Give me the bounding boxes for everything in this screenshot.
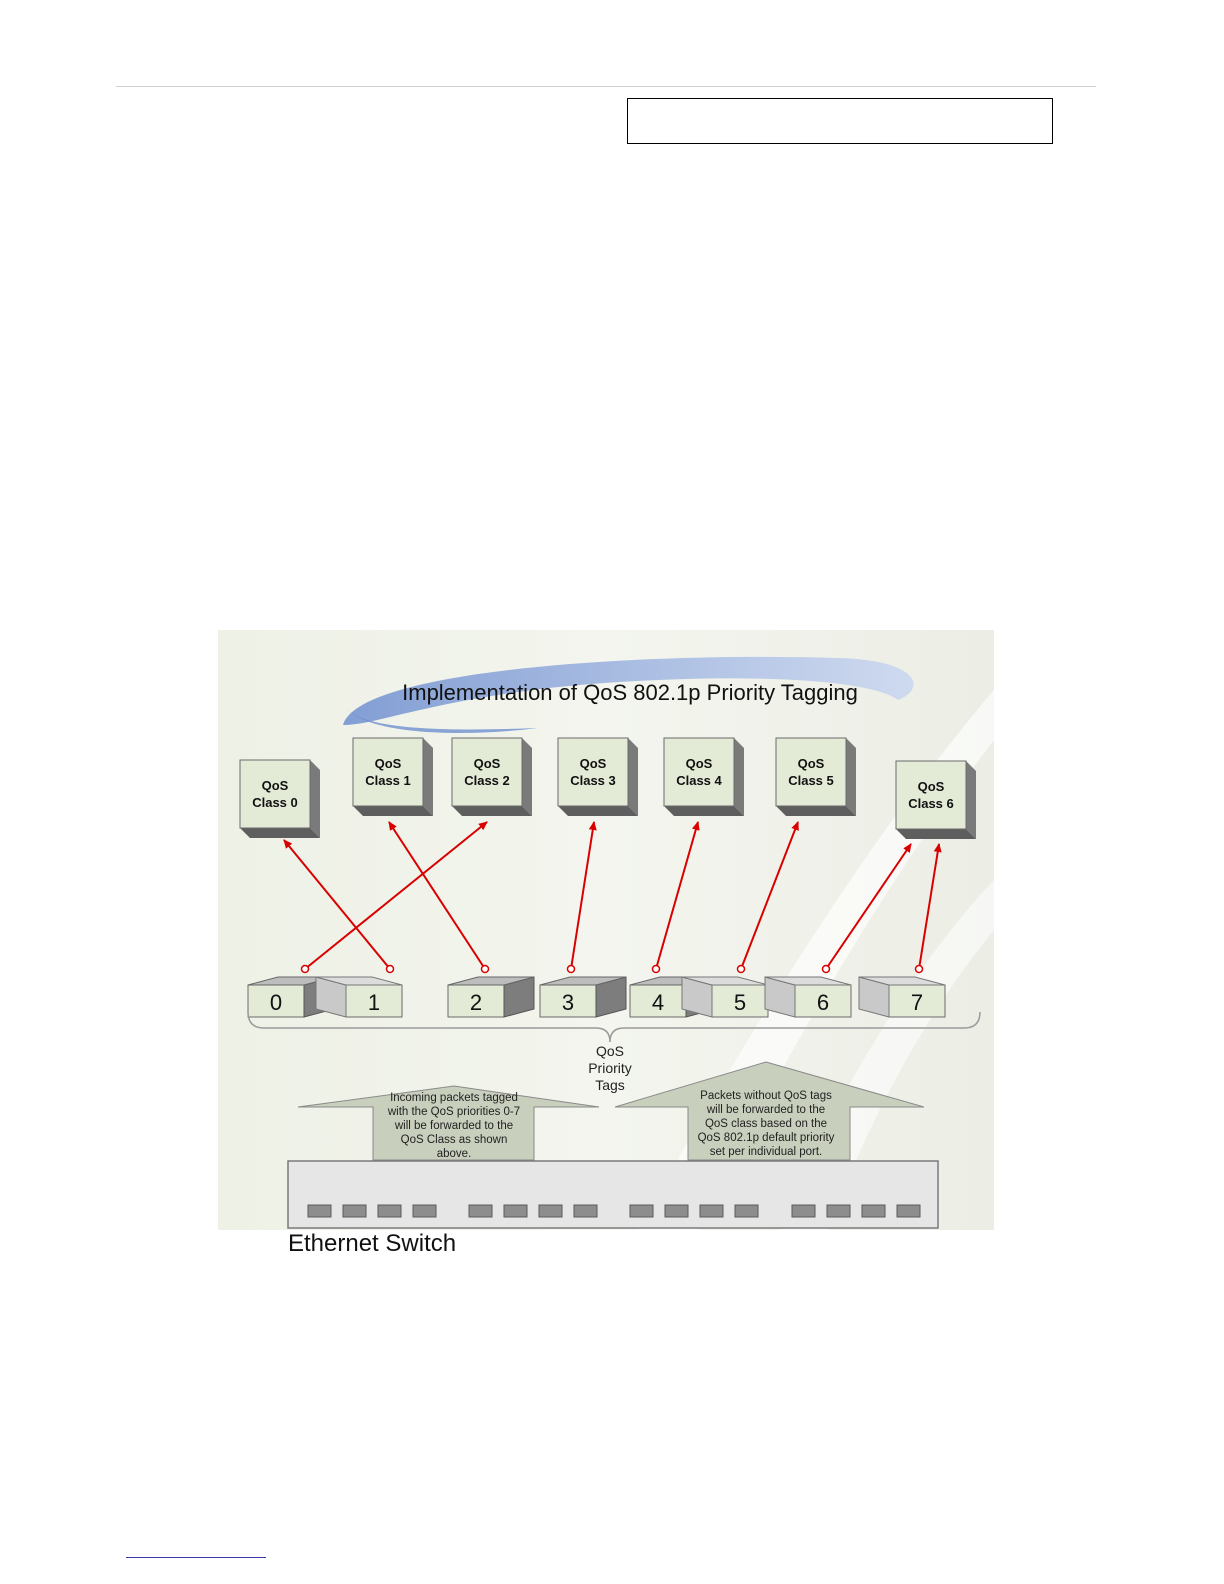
switch-port-4 [412, 1204, 437, 1218]
qos-class-4-line2: Class 4 [676, 773, 722, 788]
right-note: Packets without QoS tags will be forward… [698, 1090, 835, 1158]
switch-port-10 [664, 1204, 689, 1218]
header-rule [116, 86, 1096, 87]
tag-1-to-class-0-arrow [283, 839, 395, 974]
svg-text:set per individual port.: set per individual port. [710, 1146, 823, 1158]
qos-class-1-line2: Class 1 [365, 773, 411, 788]
svg-text:will be forwarded to the: will be forwarded to the [394, 1120, 513, 1132]
priority-tag-5-label: 5 [734, 990, 746, 1015]
switch-port-7 [538, 1204, 563, 1218]
switch-port-16 [896, 1204, 921, 1218]
qos-class-5-line2: Class 5 [788, 773, 834, 788]
qos-class-0-line2: Class 0 [252, 795, 298, 810]
switch-port-5 [468, 1204, 493, 1218]
switch-port-2 [342, 1204, 367, 1218]
qos-class-2-line1: QoS [474, 756, 501, 771]
qos-class-0-box: QoS Class 0 [239, 759, 320, 838]
qos-class-2-line2: Class 2 [464, 773, 510, 788]
svg-text:Packets without QoS tags: Packets without QoS tags [700, 1090, 832, 1102]
tag-2-to-class-1-arrow [388, 821, 490, 974]
tag-3-to-class-3-arrow [566, 821, 597, 974]
svg-text:QoS class based on the: QoS class based on the [705, 1118, 827, 1130]
svg-text:QoS 802.1p default priority: QoS 802.1p default priority [698, 1132, 835, 1144]
qos-class-6-line2: Class 6 [908, 796, 954, 811]
tag-6-to-class-6-arrow [821, 843, 912, 974]
left-upward-arrow [297, 1085, 600, 1161]
right-upward-arrow [614, 1061, 925, 1161]
switch-port-15 [861, 1204, 886, 1218]
qos-class-5-line1: QoS [798, 756, 825, 771]
svg-text:QoS Class as shown: QoS Class as shown [401, 1134, 508, 1146]
qos-class-2-box: QoS Class 2 [451, 737, 532, 816]
tag-5-to-class-5-arrow [736, 821, 799, 974]
priority-tag-7-label: 7 [911, 990, 923, 1015]
brace-label-line3: Tags [595, 1077, 625, 1093]
qos-class-5-box: QoS Class 5 [775, 737, 856, 816]
svg-text:will be forwarded to the: will be forwarded to the [706, 1104, 825, 1116]
priority-tags-brace [247, 1011, 981, 1043]
header-box [627, 98, 1053, 144]
switch-port-1 [307, 1204, 332, 1218]
tag-4-to-class-4-arrow [651, 821, 700, 974]
priority-tag-7-box: 7 [858, 976, 946, 1018]
left-note: Incoming packets tagged with the QoS pri… [387, 1092, 520, 1160]
priority-tag-2-box: 2 [447, 976, 535, 1018]
qos-class-3-line2: Class 3 [570, 773, 616, 788]
priority-tag-2-label: 2 [470, 990, 482, 1015]
switch-port-12 [734, 1204, 759, 1218]
switch-port-6 [503, 1204, 528, 1218]
switch-port-9 [629, 1204, 654, 1218]
footer-rule [126, 1557, 266, 1558]
qos-class-1-box: QoS Class 1 [352, 737, 433, 816]
title-swoosh-lower [346, 708, 538, 734]
svg-text:with the QoS priorities 0-7: with the QoS priorities 0-7 [387, 1106, 520, 1118]
qos-class-6-line1: QoS [918, 779, 945, 794]
priority-tag-3-label: 3 [562, 990, 574, 1015]
qos-class-3-line1: QoS [580, 756, 607, 771]
priority-tag-6-label: 6 [817, 990, 829, 1015]
qos-class-1-line1: QoS [375, 756, 402, 771]
switch-port-14 [826, 1204, 851, 1218]
switch-port-8 [573, 1204, 598, 1218]
qos-class-4-box: QoS Class 4 [663, 737, 744, 816]
priority-tag-0-label: 0 [270, 990, 282, 1015]
priority-tag-5-box: 5 [681, 976, 769, 1018]
qos-class-0-line1: QoS [262, 778, 289, 793]
tag-7-to-class-6-arrow [914, 843, 942, 974]
diagram-title: Implementation of QoS 802.1p Priority Ta… [402, 680, 858, 705]
svg-text:Incoming packets tagged: Incoming packets tagged [390, 1092, 518, 1104]
title-swoosh [343, 656, 914, 726]
priority-tag-3-box: 3 [539, 976, 627, 1018]
svg-text:above.: above. [437, 1148, 472, 1160]
priority-tag-1-box: 1 [315, 976, 403, 1018]
diagram-background [218, 630, 994, 1230]
switch-port-11 [699, 1204, 724, 1218]
ethernet-switch [287, 1160, 939, 1229]
qos-class-4-line1: QoS [686, 756, 713, 771]
qos-class-6-box: QoS Class 6 [895, 760, 976, 839]
brace-label-line2: Priority [588, 1060, 632, 1076]
qos-class-3-box: QoS Class 3 [557, 737, 638, 816]
brace-label-line1: QoS [596, 1043, 624, 1059]
qos-priority-diagram: Implementation of QoS 802.1p Priority Ta… [218, 630, 994, 1230]
switch-port-3 [377, 1204, 402, 1218]
switch-port-13 [791, 1204, 816, 1218]
tag-0-to-class-2-arrow [300, 821, 488, 974]
priority-tag-6-box: 6 [764, 976, 852, 1018]
priority-tag-1-label: 1 [368, 990, 380, 1015]
ethernet-switch-label: Ethernet Switch [288, 1230, 457, 1257]
priority-tag-4-label: 4 [652, 990, 664, 1015]
